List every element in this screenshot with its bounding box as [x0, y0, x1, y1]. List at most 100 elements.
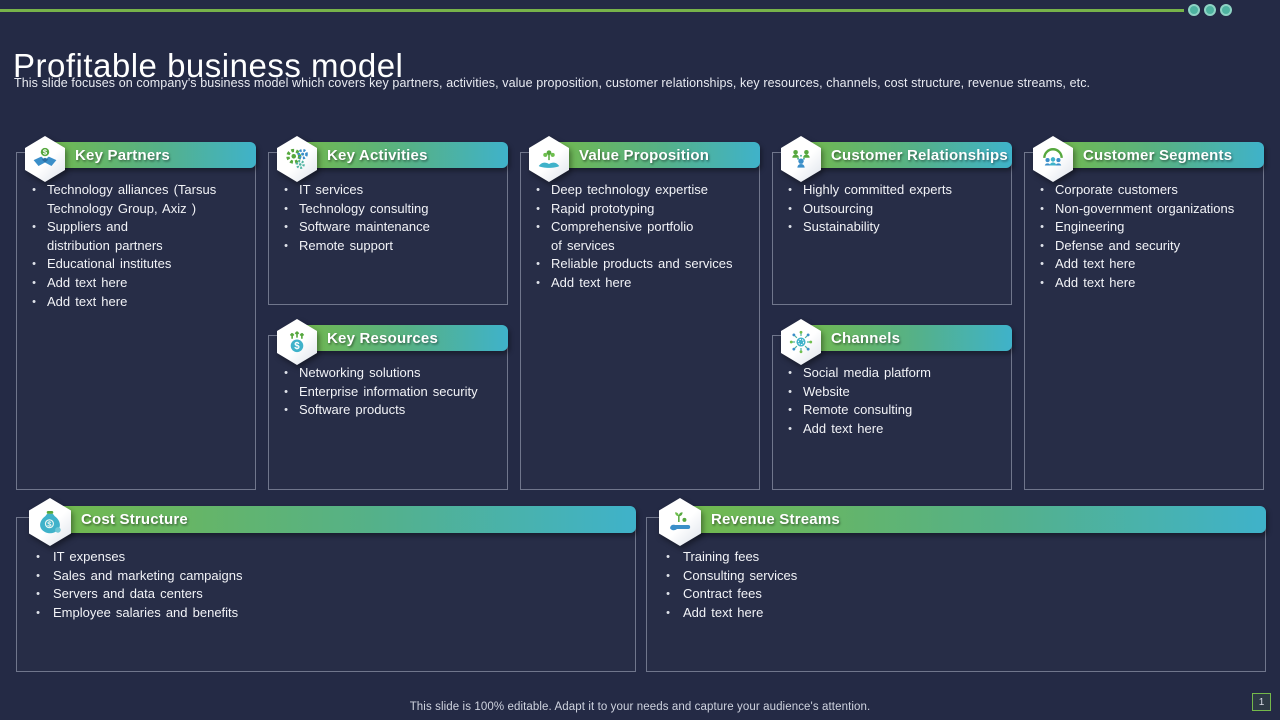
page-number-badge: 1 — [1252, 693, 1271, 711]
bullet-dot: • — [1040, 184, 1044, 196]
list-item-text: Software products — [299, 402, 406, 418]
handshake-icon: $ — [33, 148, 57, 167]
card-title: Value Proposition — [579, 146, 710, 164]
list-item-text: Software maintenance — [299, 219, 430, 235]
hand-plant-icon — [670, 512, 691, 531]
bullet-dot: • — [284, 367, 288, 379]
list-item-text: Contract fees — [683, 586, 762, 602]
list-item-text: Training fees — [683, 549, 760, 564]
page-subtitle: This slide focuses on company's business… — [14, 76, 1091, 90]
bullet-list: • IT expenses • Sales and marketing campai… — [33, 548, 631, 622]
bullet-list: •Highly committed experts •Outsourcing •… — [785, 181, 1007, 237]
bullet-dot: • — [788, 404, 792, 417]
list-item-text: Add text here — [1055, 274, 1136, 290]
card-header: Key Resources — [293, 325, 508, 351]
list-item-text: Defense and security — [1055, 237, 1181, 253]
list-item: • Suppliers and distribution partners — [29, 218, 251, 255]
bullet-dot: • — [36, 551, 40, 563]
list-item: •Comprehensive portfolio of services — [533, 218, 755, 255]
list-item-text: IT expenses — [53, 549, 126, 564]
bullet-dot: • — [32, 221, 36, 234]
bullet-dot: • — [284, 385, 288, 398]
card-header: Key Activities — [293, 142, 508, 168]
list-item-text: Technology consulting — [299, 200, 429, 216]
bullet-list: • Technology alliances (Tarsus Technology… — [29, 181, 251, 311]
bullet-dot: • — [32, 276, 36, 289]
card-header: Revenue Streams — [671, 506, 1266, 533]
bullet-dot: • — [536, 258, 540, 271]
bullet-dot: • — [666, 606, 670, 619]
bullet-dot: • — [284, 404, 288, 417]
hexagon-badge — [781, 319, 821, 365]
bullet-dot: • — [788, 202, 792, 215]
bullet-dot: • — [284, 239, 288, 252]
card-title: Key Activities — [327, 146, 428, 164]
list-item: •Networking solutions — [281, 364, 503, 383]
hexagon-badge — [529, 136, 569, 182]
card-header: Cost Structure — [41, 506, 636, 533]
bullet-list: •Training fees •Consulting services •Con… — [663, 548, 1261, 622]
bullet-dot: • — [1040, 276, 1044, 289]
list-item-text: Deep technology expertise — [551, 182, 708, 197]
list-item-text: Enterprise information security — [299, 383, 478, 399]
hexagon-badge — [781, 136, 821, 182]
card-title: Revenue Streams — [711, 511, 840, 528]
money-growth-icon: $ — [289, 331, 305, 352]
list-item: •Engineering — [1037, 218, 1259, 237]
hexagon-badge: $ — [29, 498, 71, 546]
bullet-dot: • — [536, 221, 540, 234]
list-item: • Technology alliances (Tarsus Technology… — [29, 181, 251, 218]
hexagon-badge — [277, 136, 317, 182]
bullet-dot: • — [36, 606, 40, 619]
card-customer-segments: Customer Segments •Corporate customers •… — [1024, 136, 1264, 490]
list-item-text: Engineering — [1055, 219, 1125, 235]
bullet-dot: • — [32, 295, 36, 308]
list-item: •Add text here — [29, 274, 251, 293]
list-item: •Non-government organizations — [1037, 200, 1259, 219]
card-key-resources: Key Resources $ •Networking solutions • E… — [268, 319, 508, 490]
list-item: • Technology consulting — [281, 200, 503, 219]
bullet-dot: • — [536, 276, 540, 289]
bullet-dot: • — [666, 551, 670, 563]
list-item: •Social media platform — [785, 364, 1007, 383]
list-item: •Employee salaries and benefits — [33, 604, 631, 623]
list-item-text: Add text here — [1055, 256, 1136, 272]
list-item: • Educational institutes — [29, 255, 251, 274]
card-customer-relationships: Customer Relationships •Highly committed… — [772, 136, 1012, 305]
bullet-dot: • — [788, 422, 792, 435]
card-key-activities: Key Activities •IT services •Technology … — [268, 136, 508, 305]
bullet-dot: • — [284, 221, 288, 234]
network-icon — [789, 330, 813, 354]
list-item: •Deep technology expertise — [533, 181, 755, 200]
bullet-dot: • — [284, 184, 288, 196]
list-item: •Add text here — [1037, 255, 1259, 274]
page-number: 1 — [1258, 696, 1265, 708]
list-item-text: Remote support — [299, 237, 393, 253]
list-item-text: Social media platform — [803, 365, 931, 380]
list-item-text: Educational institutes — [47, 256, 172, 272]
list-item-text: Sustainability — [803, 219, 880, 235]
list-item-text: Add text here — [803, 420, 884, 436]
list-item-text: Non-government organizations — [1055, 200, 1235, 216]
bullet-dot: • — [32, 184, 36, 196]
bullet-dot: • — [36, 588, 40, 601]
list-item-text: Add text here — [683, 604, 764, 620]
bullet-dot: • — [32, 258, 36, 271]
list-item: • Training fees — [663, 548, 1261, 567]
list-item-text: Suppliers and distribution partners — [47, 219, 163, 253]
list-item: •Add text here — [29, 293, 251, 312]
list-item: • Add text here — [1037, 274, 1259, 293]
list-item-text: Sales and marketing campaigns — [53, 567, 243, 583]
list-item: •Consulting services — [663, 567, 1261, 586]
bullet-dot: • — [284, 202, 288, 215]
list-item: • Software products — [281, 401, 503, 420]
svg-text:$: $ — [294, 341, 300, 352]
list-item: •Contract fees — [663, 585, 1261, 604]
list-item: •Reliable products and services — [533, 255, 755, 274]
decorative-dots — [1188, 4, 1232, 16]
bullet-list: •Corporate customers •Non-government org… — [1037, 181, 1259, 293]
list-item-text: Technology alliances (Tarsus Technology … — [47, 182, 217, 216]
list-item: • Defense and security — [1037, 237, 1259, 256]
bullet-dot: • — [1040, 239, 1044, 252]
